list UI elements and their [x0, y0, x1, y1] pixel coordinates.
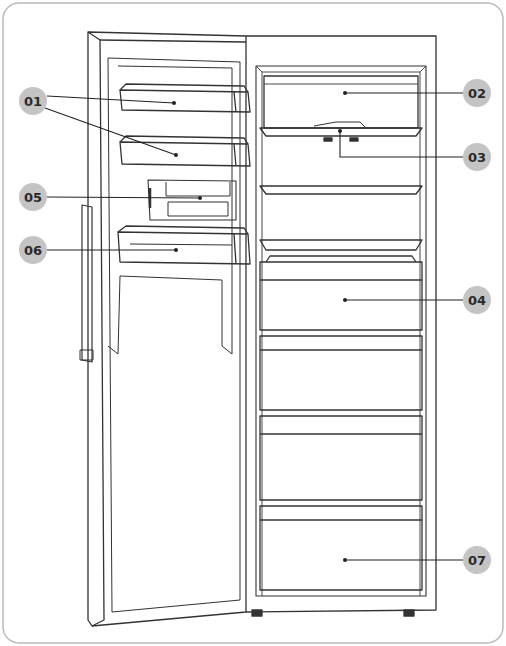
callout-number: 01 [19, 87, 47, 115]
cabinet [246, 36, 436, 612]
top-compartment [264, 76, 418, 128]
callout-number: 07 [463, 546, 491, 574]
callout-number: 06 [19, 236, 47, 264]
ice-tray [148, 180, 236, 220]
leader-lines [45, 93, 463, 560]
shelf [260, 240, 422, 250]
shelf [260, 186, 422, 194]
callout-number: 04 [463, 286, 491, 314]
door-bin [120, 142, 250, 166]
drawer [260, 256, 422, 330]
callout-number: 05 [19, 183, 47, 211]
drawer [260, 416, 422, 500]
callout-number: 02 [463, 79, 491, 107]
door [88, 32, 246, 626]
glass-shelf [260, 128, 422, 136]
drawer [260, 506, 422, 590]
drawer [260, 336, 422, 410]
door-bin [118, 232, 250, 264]
door-handle [82, 205, 92, 362]
callout-number: 03 [463, 143, 491, 171]
